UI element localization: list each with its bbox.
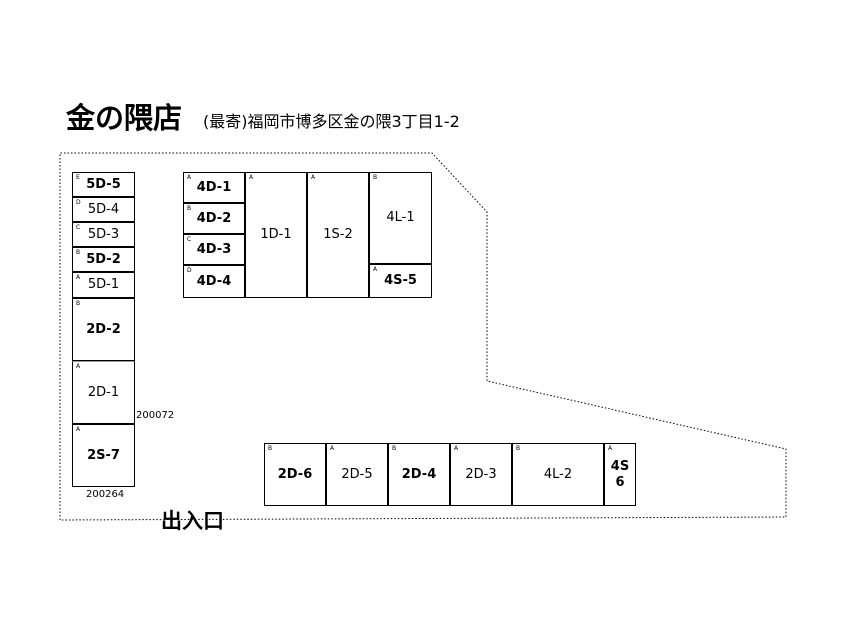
unit-number: 2D-6 (277, 466, 313, 482)
boundary-line (59, 152, 787, 521)
unit-number: 4L-1 (386, 210, 415, 225)
unit-number: 5D-5 (86, 176, 121, 192)
unit-number: 5D-1 (87, 277, 120, 292)
storage-unit[interactable]: A 2D-5 (326, 443, 388, 506)
unit-size-badge: A (249, 174, 254, 181)
unit-number: 4D-1 (196, 179, 232, 195)
unit-number: 5D-3 (87, 226, 120, 242)
unit-size-badge: C (76, 224, 81, 231)
storage-unit[interactable]: A 4S 6 (604, 443, 636, 506)
store-name: 金の隈店 (66, 101, 183, 135)
unit-number: 4D-4 (196, 273, 232, 289)
unit-size-badge: B (373, 174, 378, 181)
storage-unit[interactable]: B 4L-1 (369, 172, 432, 264)
unit-size-badge: B (516, 445, 521, 452)
storage-unit[interactable]: A 2D-3 (450, 443, 512, 506)
unit-number: 1S-2 (323, 227, 353, 242)
unit-number: 2D-2 (86, 321, 121, 337)
storage-unit[interactable]: A 2S-7 (72, 424, 135, 487)
unit-size-badge: A (330, 445, 335, 452)
unit-size-badge: C (187, 236, 192, 243)
unit-size-badge: E (76, 174, 80, 181)
storage-unit[interactable]: C 4D-3 (183, 234, 245, 265)
storage-unit[interactable]: A 4D-1 (183, 172, 245, 203)
unit-number: 4D-3 (196, 241, 232, 257)
unit-size-badge: A (454, 445, 459, 452)
storage-unit[interactable]: A 4S-5 (369, 264, 432, 298)
unit-number: 2S-7 (87, 447, 120, 463)
unit-number: 2D-1 (87, 384, 120, 400)
unit-number: 2D-3 (465, 466, 497, 482)
storage-unit[interactable]: B 4D-2 (183, 203, 245, 234)
storage-unit[interactable]: B 4L-2 (512, 443, 604, 506)
unit-size-badge: B (268, 445, 273, 452)
unit-size-badge: A (187, 174, 192, 181)
unit-number: 4L-2 (543, 466, 573, 482)
unit-number: 2D-4 (401, 466, 437, 482)
unit-size-badge: A (608, 445, 613, 452)
storage-unit[interactable]: A 2D-1 (72, 361, 135, 424)
unit-size-badge: B (76, 249, 81, 256)
storage-unit[interactable]: C 5D-3 (72, 222, 135, 247)
unit-size-badge: A (373, 266, 378, 273)
storage-unit[interactable]: A 1S-2 (307, 172, 369, 298)
unit-code-note: 200072 (136, 410, 175, 421)
unit-size-badge: B (187, 205, 192, 212)
storage-unit[interactable]: A 5D-1 (72, 272, 135, 298)
unit-number: 4D-2 (196, 210, 232, 226)
storage-unit[interactable]: B 2D-2 (72, 298, 135, 361)
unit-number: 4S 6 (610, 458, 630, 490)
storage-unit[interactable]: E 5D-5 (72, 172, 135, 197)
storage-unit[interactable]: D 4D-4 (183, 265, 245, 298)
store-address: (最寄)福岡市博多区金の隈3丁目1-2 (203, 112, 460, 131)
storage-unit[interactable]: B 2D-6 (264, 443, 326, 506)
storage-unit[interactable]: A 1D-1 (245, 172, 307, 298)
unit-number: 1D-1 (260, 227, 292, 242)
unit-number: 5D-2 (86, 251, 121, 267)
storage-unit[interactable]: B 5D-2 (72, 247, 135, 272)
unit-code-note: 200264 (86, 489, 125, 500)
unit-size-badge: A (76, 426, 81, 433)
storage-unit[interactable]: B 2D-4 (388, 443, 450, 506)
unit-size-badge: D (187, 267, 192, 274)
storage-unit[interactable]: D 5D-4 (72, 197, 135, 222)
unit-number: 2D-5 (341, 466, 373, 482)
unit-size-badge: B (392, 445, 397, 452)
unit-number: 4S-5 (384, 273, 417, 288)
entrance-label: 出入口 (161, 509, 224, 533)
unit-size-badge: D (76, 199, 81, 206)
unit-size-badge: B (76, 300, 81, 307)
unit-size-badge: A (76, 274, 81, 281)
unit-number: 5D-4 (87, 201, 120, 217)
unit-size-badge: A (311, 174, 316, 181)
unit-size-badge: A (76, 363, 81, 370)
